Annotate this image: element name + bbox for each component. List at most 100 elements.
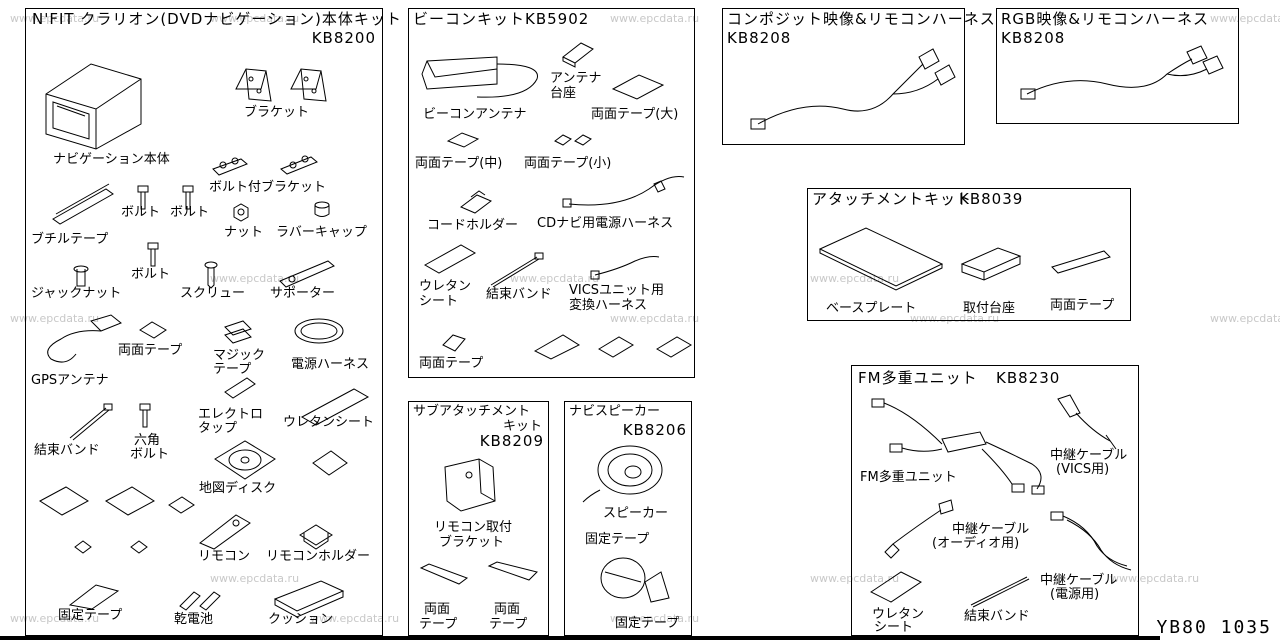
sub-tape-b-label-1: 両面 — [494, 602, 521, 617]
rubber-cap-label: ラバーキャップ — [276, 225, 367, 240]
bracket-label: ブラケット — [244, 105, 310, 120]
fm-cable-tie-label: 結束バンド — [964, 609, 1030, 624]
mount-base-label: 取付台座 — [963, 301, 1016, 316]
nut-label: ナット — [224, 225, 264, 240]
magic-tape-label-2: テープ — [213, 362, 252, 377]
power-harness-label: 電源ハーネス — [291, 357, 370, 372]
cord-holder-label: コードホルダー — [427, 218, 519, 233]
beacon-kit-title: ビーコンキット — [413, 10, 526, 28]
urethane-sheet-label: ウレタンシート — [283, 415, 375, 430]
fixing-tape-a-label: 固定テープ — [585, 532, 650, 547]
tape-medium-label: 両面テープ(中) — [415, 156, 503, 171]
jack-nut-illustration — [73, 265, 89, 287]
cable-tie-label: 結束バンド — [34, 443, 100, 458]
electro-tap-label-1: エレクトロ — [198, 407, 264, 422]
fm-kit-title: FM多重ユニット — [858, 369, 978, 387]
electro-tap-illustration — [224, 377, 256, 399]
rgb-harness-illustration — [1020, 45, 1224, 100]
vics-harness-label-1: VICSユニット用 — [569, 283, 665, 298]
nut-illustration — [233, 203, 249, 222]
cable-tie-b-illustration — [490, 252, 544, 288]
remote-illustration — [199, 514, 251, 550]
hex-bolt-label-2: ボルト — [130, 447, 170, 462]
remote-holder-label: リモコンホルダー — [266, 549, 371, 564]
cd-power-harness-illustration — [562, 176, 685, 208]
nav-kit-code: KB8200 — [311, 29, 376, 47]
attach-kit-box: アタッチメントキット KB8039 ベースプレート 取付台座 両面テープ — [807, 188, 1131, 321]
map-disc-label: 地図ディスク — [199, 481, 277, 496]
watermark: www.epcdata.ru — [10, 612, 100, 625]
relay-audio-label-1: 中継ケーブル — [952, 522, 1030, 537]
sub-attach-kit-title-2: キット — [502, 419, 542, 434]
beacon-antenna-illustration — [421, 56, 538, 98]
butyl-tape-illustration — [52, 183, 114, 225]
watermark: www.epcdata.ru — [1210, 312, 1280, 325]
fixing-tape-label: 固定テープ — [58, 608, 123, 623]
vics-harness-illustration — [590, 256, 660, 280]
relay-power-illustration — [1050, 511, 1132, 571]
remote-bracket-label-2: ブラケット — [439, 535, 505, 550]
fm-unit-illustration — [871, 398, 1045, 495]
relay-vics-label-2: (VICS用) — [1056, 462, 1110, 477]
small-sheet-illustration — [312, 450, 348, 476]
urethane-label-1: ウレタン — [419, 279, 472, 294]
fm-kit-code: KB8230 — [996, 369, 1061, 387]
composite-kit-title: コンポジット映像&リモコンハーネス — [727, 10, 996, 28]
attach-kit-title: アタッチメントキット — [812, 190, 973, 208]
composite-harness-illustration — [750, 48, 956, 130]
watermark: www.epcdata.ru — [310, 612, 400, 625]
watermark: www.epcdata.ru — [1210, 12, 1280, 25]
rgb-kit-code: KB8208 — [1001, 29, 1066, 47]
remote-label: リモコン — [198, 549, 251, 564]
hex-bolt-label-1: 六角 — [134, 433, 161, 448]
fm-urethane-label-1: ウレタン — [872, 607, 925, 622]
speaker-illustration — [582, 445, 663, 503]
beacon-antenna-label: ビーコンアンテナ — [423, 107, 527, 122]
bottom-rule — [0, 636, 1160, 640]
butyl-tape-label: ブチルテープ — [31, 232, 109, 247]
antenna-base-label-2: 台座 — [550, 86, 577, 101]
vics-harness-label-2: 変換ハーネス — [569, 298, 648, 313]
bracket-illustration — [235, 68, 327, 102]
bolt-a-label: ボルト — [121, 205, 161, 220]
urethane-sheet-illustration — [300, 388, 370, 426]
watermark: www.epcdata.ru — [10, 312, 100, 325]
battery-illustration — [179, 591, 221, 611]
relay-audio-illustration — [884, 499, 954, 559]
watermark: www.epcdata.ru — [810, 572, 900, 585]
watermark: www.epcdata.ru — [210, 572, 300, 585]
tape-medium-illustration — [446, 132, 480, 148]
nav-unit-illustration — [45, 63, 142, 150]
fixing-tape-illustration — [68, 584, 120, 610]
relay-power-label-1: 中継ケーブル — [1040, 573, 1118, 588]
nav-kit-box: N'FIT クラリオン(DVDナビゲーション)本体キット KB8200 ブラケッ… — [25, 8, 401, 636]
nav-kit-title: N'FIT クラリオン(DVDナビゲーション)本体キット — [32, 10, 402, 28]
relay-vics-illustration — [1057, 394, 1117, 450]
hex-bolt-illustration — [139, 403, 151, 428]
rgb-kit-box: RGB映像&リモコンハーネス KB8208 — [996, 8, 1239, 124]
bolt-a-illustration — [137, 185, 149, 210]
bolt-c-label: ボルト — [131, 267, 171, 282]
jack-nut-label: ジャックナット — [31, 286, 122, 301]
antenna-base-illustration — [562, 42, 594, 68]
speaker-label: スピーカー — [603, 506, 669, 521]
cord-holder-illustration — [460, 190, 492, 214]
bolt-c-illustration — [147, 242, 159, 267]
watermark: www.epcdata.ru — [10, 12, 100, 25]
bolt-b-label: ボルト — [170, 205, 210, 220]
watermark: www.epcdata.ru — [610, 12, 700, 25]
speaker-kit-title: ナビスピーカー — [569, 404, 661, 419]
watermark: www.epcdata.ru — [1110, 572, 1200, 585]
nav-unit-label: ナビゲーション本体 — [53, 152, 170, 167]
double-tape-label: 両面テープ — [118, 343, 183, 358]
fm-cable-tie-illustration — [970, 576, 1030, 608]
base-plate-illustration — [818, 227, 944, 291]
sub-attach-kit-box: サブアタッチメント キット KB8209 リモコン取付 ブラケット 両面 テープ… — [408, 401, 549, 636]
fm-urethane-label-2: シート — [874, 620, 914, 635]
remote-bracket-label-1: リモコン取付 — [434, 520, 513, 535]
gps-antenna-illustration — [47, 314, 122, 363]
tape-sheets-b-illustration — [442, 334, 692, 360]
sub-tape-illustration — [419, 561, 538, 585]
gps-antenna-label: GPSアンテナ — [31, 373, 109, 388]
watermark: www.epcdata.ru — [910, 312, 1000, 325]
